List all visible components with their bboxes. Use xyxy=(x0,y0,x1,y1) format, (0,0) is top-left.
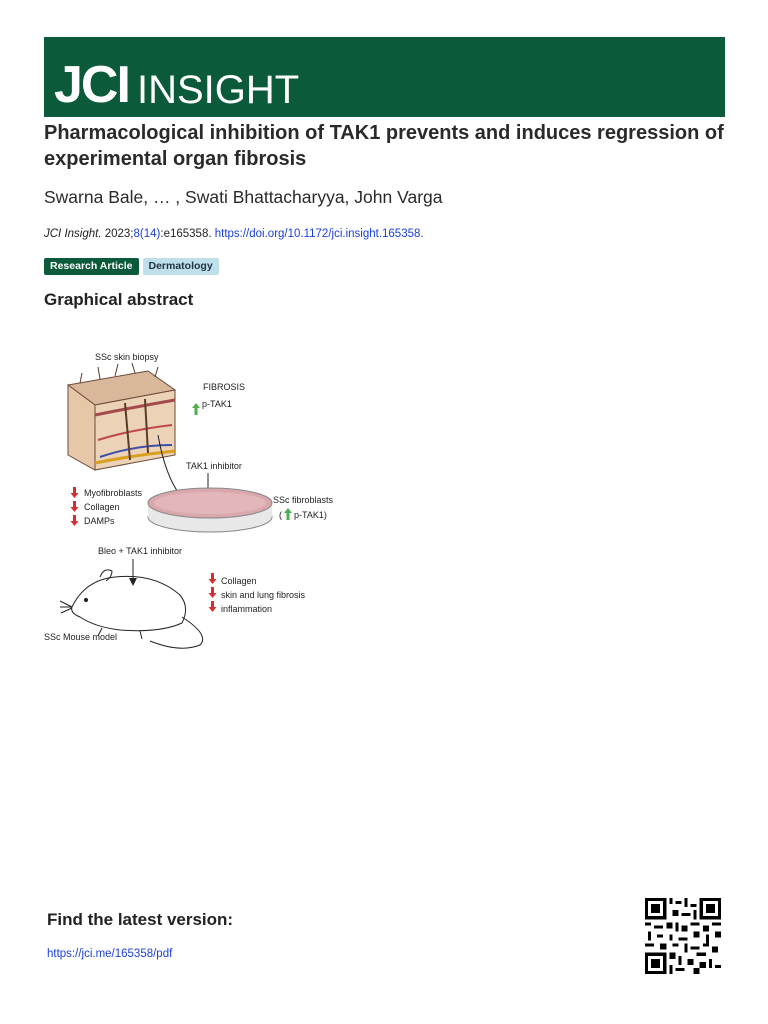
article-authors: Swarna Bale, … , Swati Bhattacharyya, Jo… xyxy=(44,187,443,207)
up-arrow-icon xyxy=(284,508,292,520)
graphical-abstract-figure: SSc skin biopsy FIBROSIS p-TAK1 TAK1 inh… xyxy=(44,352,334,649)
label-paren-open: ( xyxy=(279,510,282,520)
down-arrow-icon xyxy=(70,501,79,512)
label-ssc-fibroblasts: SSc fibroblasts xyxy=(273,495,334,505)
logo-jci-text: JCI xyxy=(54,56,129,114)
doi-link[interactable]: https://doi.org/10.1172/jci.insight.1653… xyxy=(214,228,424,240)
citation-year: 2023; xyxy=(101,228,134,240)
down-arrow-icon xyxy=(208,587,217,598)
research-article-badge[interactable]: Research Article xyxy=(44,258,139,275)
article-title: Pharmacological inhibition of TAK1 preve… xyxy=(44,122,724,170)
label-bleo: Bleo + TAK1 inhibitor xyxy=(98,546,182,556)
down-arrow-icon xyxy=(70,487,79,498)
label-fibrosis: FIBROSIS xyxy=(203,382,245,392)
label-damps: DAMPs xyxy=(84,516,115,526)
mouse-illustration xyxy=(59,569,204,649)
label-collagen-2: Collagen xyxy=(221,576,257,586)
category-badge[interactable]: Dermatology xyxy=(142,258,219,275)
jci-insight-logo: JCI insight xyxy=(54,56,299,114)
label-myofibroblasts: Myofibroblasts xyxy=(84,488,143,498)
qr-code-icon[interactable] xyxy=(645,898,721,974)
petri-dish-illustration xyxy=(147,487,273,533)
label-skin-lung-fibrosis: skin and lung fibrosis xyxy=(221,590,306,600)
down-arrow-icon xyxy=(208,573,217,584)
label-collagen: Collagen xyxy=(84,502,120,512)
down-arrow-icon xyxy=(208,601,217,612)
latest-version-heading: Find the latest version: xyxy=(47,910,234,929)
label-ptak1-paren: p-TAK1) xyxy=(294,510,327,520)
article-number: :e165358. xyxy=(160,228,215,240)
issue-link[interactable]: 8(14) xyxy=(133,228,161,240)
logo-insight-text: insight xyxy=(137,68,299,112)
graphical-abstract-heading: Graphical abstract xyxy=(44,290,194,309)
label-inflammation: inflammation xyxy=(221,604,272,614)
up-arrow-icon xyxy=(192,403,200,415)
latest-version-link[interactable]: https://jci.me/165358/pdf xyxy=(47,948,173,960)
journal-name: JCI Insight. xyxy=(44,228,102,240)
label-ptak1-up: p-TAK1 xyxy=(202,399,232,409)
label-skin-biopsy: SSc skin biopsy xyxy=(95,352,159,362)
article-badges: Research Article Dermatology xyxy=(44,258,219,275)
label-tak1-inhibitor: TAK1 inhibitor xyxy=(186,461,242,471)
label-mouse-model: SSc Mouse model xyxy=(44,632,117,642)
down-arrow-icon xyxy=(70,515,79,526)
skin-biopsy-illustration xyxy=(66,362,177,471)
article-citation: JCI Insight. 2023;8(14):e165358. https:/… xyxy=(44,228,424,240)
journal-banner: JCI insight xyxy=(44,37,725,117)
